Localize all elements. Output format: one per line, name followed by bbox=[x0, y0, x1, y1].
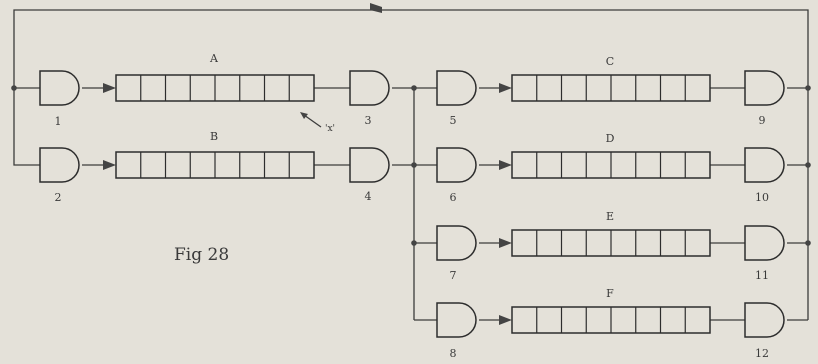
junction-out-e bbox=[805, 240, 811, 246]
and-gate-8 bbox=[436, 302, 477, 338]
gate-label-5: 5 bbox=[450, 114, 457, 127]
and-gate-2 bbox=[39, 147, 80, 183]
register-label-d: D bbox=[606, 132, 615, 145]
and-gate-7 bbox=[436, 225, 477, 261]
junction-out-d bbox=[805, 162, 811, 168]
gate-label-11: 11 bbox=[755, 269, 769, 282]
arrow-b-icon bbox=[103, 160, 116, 170]
and-gate-3 bbox=[349, 70, 390, 106]
gate-label-12: 12 bbox=[755, 347, 769, 360]
arrow-a-icon bbox=[103, 83, 116, 93]
and-gate-10 bbox=[744, 147, 785, 183]
register-label-f: F bbox=[606, 287, 614, 300]
x-marker-arrow-icon bbox=[300, 112, 308, 119]
and-gates bbox=[39, 70, 785, 338]
junction-input bbox=[11, 85, 17, 91]
and-gate-9 bbox=[744, 70, 785, 106]
and-gate-5 bbox=[436, 70, 477, 106]
junction-bus-top bbox=[411, 85, 417, 91]
gate-label-9: 9 bbox=[759, 114, 766, 127]
wires bbox=[13, 9, 809, 321]
gate-label-10: 10 bbox=[755, 191, 769, 204]
junction-out-c bbox=[805, 85, 811, 91]
register-label-a: A bbox=[209, 52, 219, 65]
arrow-d-icon bbox=[499, 160, 512, 170]
register-label-b: B bbox=[210, 130, 218, 143]
shift-register-d bbox=[511, 151, 711, 179]
arrow-e-icon bbox=[499, 238, 512, 248]
x-marker-label: 'x' bbox=[325, 124, 335, 134]
gate-label-6: 6 bbox=[450, 191, 457, 204]
and-gate-4 bbox=[349, 147, 390, 183]
gate-label-4: 4 bbox=[365, 190, 372, 203]
arrow-f-icon bbox=[499, 315, 512, 325]
shift-register-e bbox=[511, 229, 711, 257]
arrow-c-icon bbox=[499, 83, 512, 93]
junction-bus-low bbox=[411, 240, 417, 246]
gate-label-2: 2 bbox=[55, 191, 62, 204]
gate-label-8: 8 bbox=[450, 347, 457, 360]
feedback-arrow-icon bbox=[370, 3, 382, 13]
shift-register-c bbox=[511, 74, 711, 102]
register-label-e: E bbox=[606, 210, 614, 223]
input-arrows bbox=[103, 83, 512, 325]
figure-caption: Fig 28 bbox=[174, 245, 229, 265]
shift-register-a bbox=[115, 74, 315, 102]
registers bbox=[115, 74, 711, 334]
gate-label-3: 3 bbox=[365, 114, 372, 127]
and-gate-12 bbox=[744, 302, 785, 338]
shift-register-b bbox=[115, 151, 315, 179]
x-marker-pointer bbox=[303, 114, 322, 128]
and-gate-6 bbox=[436, 147, 477, 183]
junction-bus-mid bbox=[411, 162, 417, 168]
and-gate-1 bbox=[39, 70, 80, 106]
gate-label-1: 1 bbox=[55, 115, 62, 128]
register-label-c: C bbox=[606, 55, 614, 68]
and-gate-11 bbox=[744, 225, 785, 261]
shift-register-f bbox=[511, 306, 711, 334]
gate-label-7: 7 bbox=[450, 269, 457, 282]
junctions bbox=[11, 85, 811, 246]
